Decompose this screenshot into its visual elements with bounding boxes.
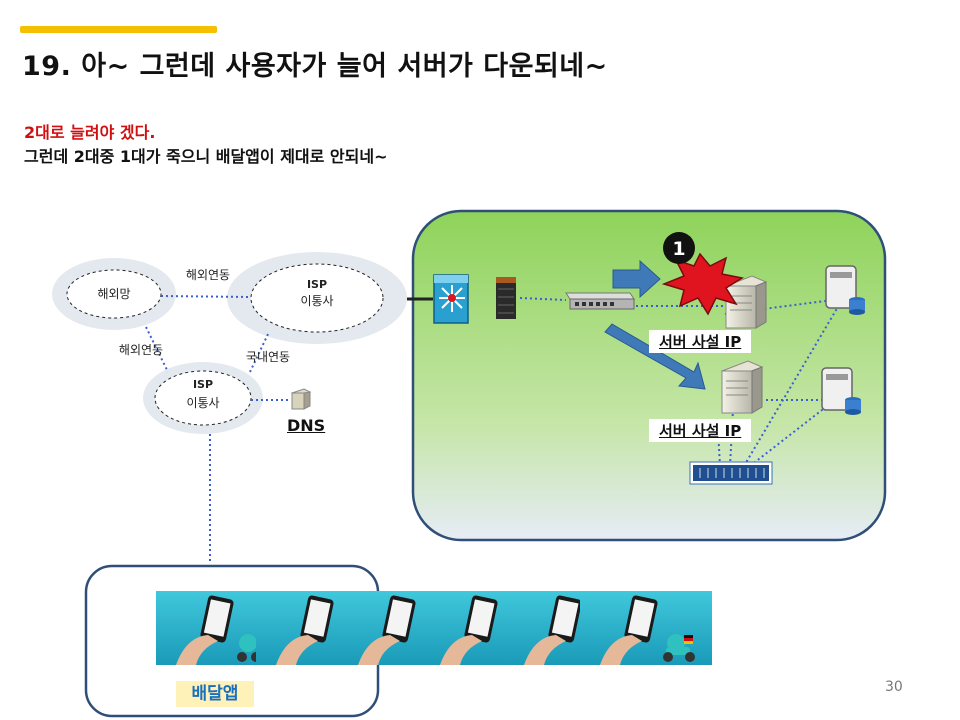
server-2-icon: [720, 360, 764, 414]
isp-top-cloud: [227, 252, 407, 344]
database-server-icon: [825, 265, 865, 315]
slide-subtitle-red: 2대로 늘려야 겠다.: [24, 123, 156, 142]
link-label-overseas-top: 해외연동: [186, 268, 230, 282]
l3-switch-icon: [433, 274, 469, 324]
smartphone-hand-icon: [580, 591, 712, 665]
server-1-ip-label: 서버 사설 IP: [649, 330, 752, 353]
arrow-to-server2: [604, 323, 706, 390]
delivery-app-label: 배달앱: [176, 681, 254, 707]
datacenter-zone: [411, 209, 887, 542]
firewall-icon: [496, 277, 516, 319]
step-badge: [663, 232, 695, 264]
app-screenshot: [156, 591, 266, 665]
link-label-domestic: 국내연동: [246, 350, 290, 364]
server-2-ip-label: 서버 사설 IP: [649, 419, 752, 442]
storage-array-icon: [689, 461, 773, 485]
database-server-icon: [821, 367, 861, 415]
explosion-icon: [661, 252, 744, 316]
arrow-to-server1: [612, 259, 661, 299]
step-badge-number: 1: [672, 238, 685, 260]
slide-title: 19. 아~ 그런데 사용자가 늘어 서버가 다운되네~: [22, 51, 608, 82]
isp-top-label-line2: 이통사: [300, 294, 333, 308]
overseas-network-cloud: [52, 258, 176, 330]
app-screenshot: [580, 591, 712, 665]
smartphone-hand-icon: [156, 591, 266, 665]
page-number: 30: [885, 679, 903, 695]
slide-subtitle: 그런데 2대중 1대가 죽으니 배달앱이 제대로 안되네~: [24, 147, 388, 166]
l4-switch-icon: [565, 292, 635, 310]
server-1-icon: [724, 275, 768, 329]
isp-bottom-cloud: [143, 362, 263, 434]
title-accent-bar: [20, 26, 217, 33]
isp-top-label-line1: ISP: [307, 278, 327, 291]
isp-bottom-label-line1: ISP: [193, 378, 213, 391]
dns-label: DNS: [287, 416, 326, 435]
delivery-scooter-icon: [663, 634, 695, 662]
overseas-network-label: 해외망: [97, 287, 130, 301]
dns-server-icon: [290, 388, 312, 410]
isp-bottom-label-line2: 이통사: [186, 396, 219, 410]
link-label-overseas-left: 해외연동: [119, 343, 163, 357]
